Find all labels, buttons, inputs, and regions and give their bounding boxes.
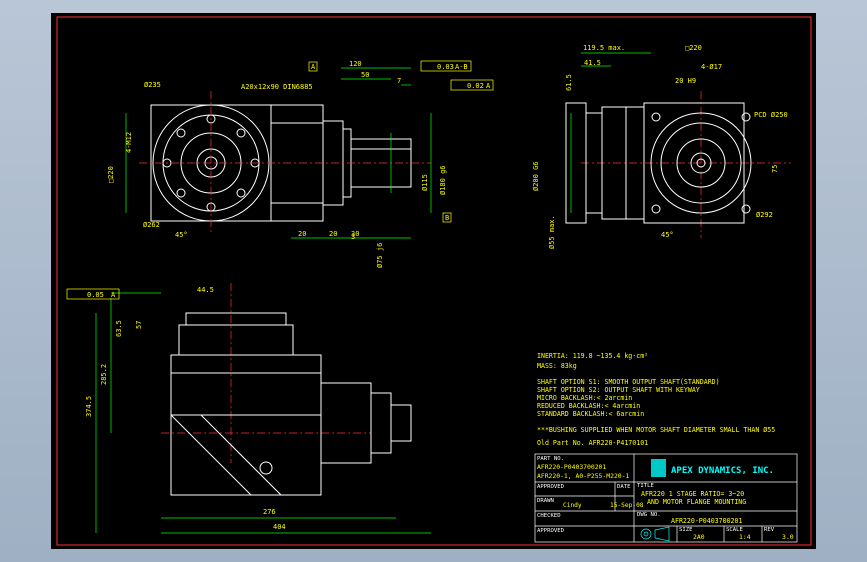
tb-rev: 3.0 bbox=[782, 533, 794, 541]
tb-size: 2A0 bbox=[693, 533, 705, 541]
dim-sq220-r: □220 bbox=[685, 44, 702, 52]
note-reduced: REDUCED BACKLASH:< 4arcmin bbox=[537, 402, 640, 410]
tb-checked-label: CHECKED bbox=[537, 513, 561, 519]
dim-120: 120 bbox=[349, 60, 362, 68]
note-micro: MICRO BACKLASH:< 2arcmin bbox=[537, 394, 632, 402]
tb-dwg-no: AFR220-P0403700201 bbox=[671, 517, 742, 525]
top-view-dimensions: 0.05 A 44.5 63.5 57 285.2 374.5 276 404 bbox=[66, 286, 286, 531]
tb-company: APEX DYNAMICS, INC. bbox=[671, 466, 774, 476]
drawing-canvas[interactable]: Ø235 A20x12x90 DIN6885 120 50 7 A 0.03 A… bbox=[51, 13, 816, 549]
tb-part-1: AFR220-P0403700201 bbox=[537, 463, 606, 471]
dim-keyway: A20x12x90 DIN6885 bbox=[241, 83, 313, 91]
dim-276: 276 bbox=[263, 508, 276, 516]
tb-approved-label: APPROVED bbox=[537, 484, 565, 490]
dim-2852: 285.2 bbox=[100, 364, 108, 385]
flatness-tol: 0.03 bbox=[437, 63, 454, 71]
dim-115: Ø115 bbox=[421, 174, 429, 191]
dim-sq220: □220 bbox=[107, 166, 115, 183]
tb-part-2: AFR220-1, A0-P255-M220-1 bbox=[537, 472, 629, 480]
dim-50: 50 bbox=[361, 71, 369, 79]
tb-scale-label: SCALE bbox=[726, 527, 743, 533]
tb-title-1: AFR220 1 STAGE RATIO= 3~20 bbox=[641, 490, 744, 498]
bottom-ref: A bbox=[111, 291, 116, 299]
company-logo bbox=[651, 459, 666, 477]
dim-262: Ø262 bbox=[143, 221, 160, 229]
tb-drawn-label: DRAWN bbox=[537, 498, 554, 504]
dim-20b: 20 bbox=[329, 230, 337, 238]
datum-b: B bbox=[445, 214, 449, 222]
tb-rev-label: REV bbox=[764, 527, 775, 533]
tb-title-2: AND MOTOR FLANGE MOUNTING bbox=[647, 498, 746, 506]
perp-tol: 0.02 bbox=[467, 82, 484, 90]
note-old-part: Old Part No. AFR220-P4170101 bbox=[537, 439, 648, 447]
note-mass: MASS: 83kg bbox=[537, 362, 577, 370]
tb-title-label: TITLE bbox=[637, 483, 654, 489]
dim-3: 3 bbox=[351, 233, 355, 241]
dim-180: Ø180 g6 bbox=[439, 165, 447, 195]
dim-57: 57 bbox=[135, 321, 143, 329]
dim-pcd: PCD Ø250 bbox=[754, 111, 788, 119]
dim-m12-r: 4-Ø17 bbox=[701, 63, 722, 71]
note-opt2: SHAFT OPTION S2: OUTPUT SHAFT WITH KEYWA… bbox=[537, 386, 700, 394]
dim-20a: 20 bbox=[298, 230, 306, 238]
title-block-text: PART NO. AFR220-P0403700201 AFR220-1, A0… bbox=[537, 456, 794, 542]
technical-drawing: Ø235 A20x12x90 DIN6885 120 50 7 A 0.03 A… bbox=[56, 16, 812, 546]
dim-75-r: 75 bbox=[771, 165, 779, 173]
flatness-ref: A-B bbox=[455, 63, 468, 71]
tb-date-label: DATE bbox=[617, 484, 631, 490]
dim-635: 63.5 bbox=[115, 320, 123, 337]
tb-drawn-date: 15-Sep-08 bbox=[610, 502, 644, 509]
center-lines bbox=[139, 91, 791, 463]
datum-a: A bbox=[311, 63, 316, 71]
side-view bbox=[565, 102, 752, 224]
tb-dwg-label: DWG NO. bbox=[637, 512, 661, 518]
title-block bbox=[534, 453, 798, 543]
side-view-dimensions: 119.5 max. □220 41.5 4-Ø17 20 H9 PCD Ø25… bbox=[532, 44, 788, 249]
dim-45: 45° bbox=[175, 231, 188, 239]
dim-55: Ø55 max. bbox=[548, 215, 556, 249]
projection-symbol-icon bbox=[640, 526, 670, 542]
front-view-dimensions: Ø235 A20x12x90 DIN6885 120 50 7 A 0.03 A… bbox=[107, 60, 494, 268]
dim-1195: 119.5 max. bbox=[583, 44, 625, 52]
tb-size-label: SIZE bbox=[679, 527, 693, 533]
note-bushing: ***BUSHING SUPPLIED WHEN MOTOR SHAFT DIA… bbox=[537, 426, 775, 434]
dimension-lines bbox=[95, 52, 651, 534]
tb-approved2-label: APPROVED bbox=[537, 528, 565, 534]
tb-drawn-by: Cindy bbox=[563, 502, 582, 509]
dim-200: Ø200 G6 bbox=[532, 161, 540, 191]
sheet-border bbox=[56, 16, 812, 546]
dim-415: 41.5 bbox=[584, 59, 601, 67]
note-inertia: INERTIA: 119.8 ~135.4 kg·cm² bbox=[537, 352, 648, 360]
bottom-tol: 0.05 bbox=[87, 291, 104, 299]
dim-m12: 4-M12 bbox=[125, 132, 133, 153]
note-standard: STANDARD BACKLASH:< 6arcmin bbox=[537, 410, 644, 418]
dim-30: 30 bbox=[351, 230, 359, 238]
note-opt1: SHAFT OPTION S1: SMOOTH OUTPUT SHAFT(STA… bbox=[537, 378, 720, 386]
dim-75: Ø75 j6 bbox=[376, 243, 384, 268]
perp-ref: A bbox=[486, 82, 491, 90]
top-view bbox=[170, 312, 412, 496]
dim-3745: 374.5 bbox=[85, 396, 93, 417]
dim-20h9: 20 H9 bbox=[675, 77, 696, 85]
dim-445: 44.5 bbox=[197, 286, 214, 294]
dim-615: 61.5 bbox=[565, 74, 573, 91]
dim-292: Ø292 bbox=[756, 211, 773, 219]
notes: INERTIA: 119.8 ~135.4 kg·cm² MASS: 83kg … bbox=[537, 352, 775, 447]
tb-scale: 1:4 bbox=[739, 533, 751, 541]
tb-part-label: PART NO. bbox=[537, 456, 564, 462]
dim-7: 7 bbox=[397, 77, 401, 85]
dim-235: Ø235 bbox=[144, 81, 161, 89]
dim-404: 404 bbox=[273, 523, 286, 531]
dim-45-r: 45° bbox=[661, 231, 674, 239]
